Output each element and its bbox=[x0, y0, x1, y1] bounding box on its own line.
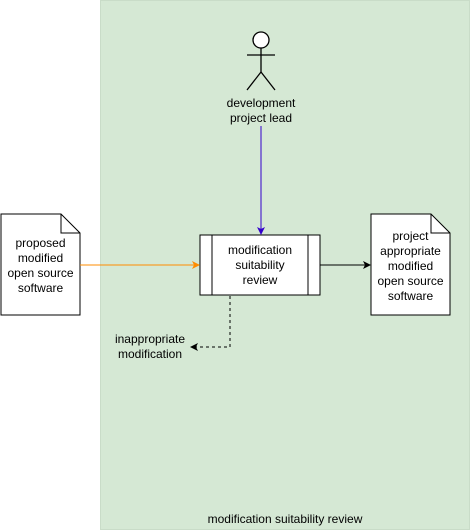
actor-icon bbox=[246, 31, 276, 91]
process-label: modification suitability review bbox=[227, 243, 293, 287]
output-document-shape bbox=[370, 213, 451, 316]
input-document-label: proposed modified open source software bbox=[7, 236, 74, 295]
actor-label: development project lead bbox=[226, 96, 296, 125]
zone-title: modification suitability review bbox=[207, 512, 363, 526]
process-box bbox=[199, 234, 321, 296]
input-document-shape bbox=[0, 213, 81, 316]
reject-label: inappropriate modification bbox=[114, 332, 186, 361]
output-document-label: project appropriate modified open source… bbox=[377, 229, 444, 303]
reject-arrow bbox=[190, 296, 231, 351]
